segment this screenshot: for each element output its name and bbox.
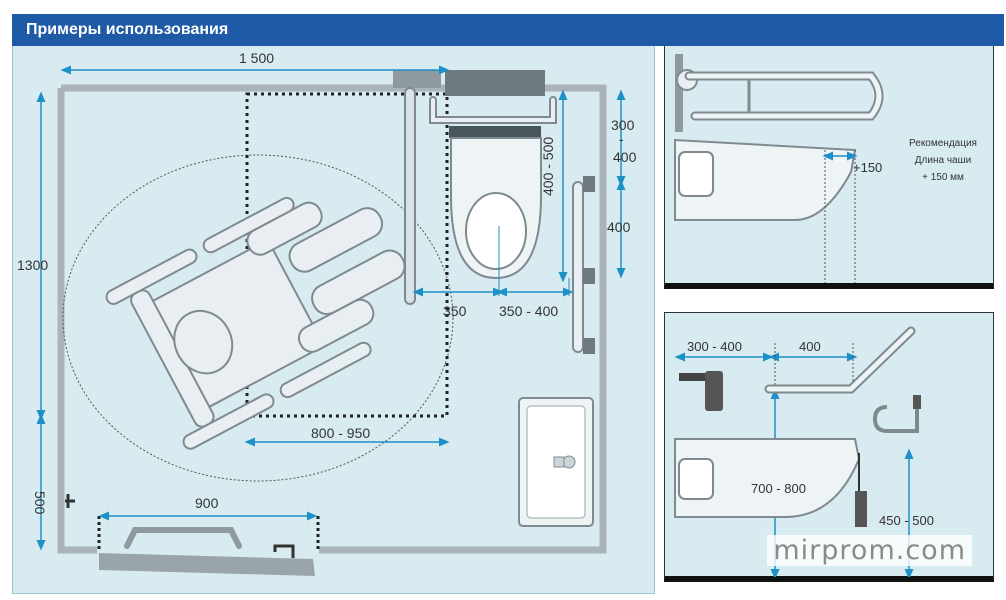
- paper-holder: [872, 405, 919, 433]
- label-grab-bar-offset: 350: [443, 303, 467, 319]
- door-handle-bar: [124, 527, 242, 549]
- label-upper-gap-a: 300: [611, 117, 635, 133]
- angled-grab-bar: [764, 326, 916, 394]
- side-view-panel: +150 Рекомендация Длина чаши + 150 мм: [664, 46, 994, 289]
- label-room-height: 1300: [17, 257, 48, 273]
- recommendation-line-2: Длина чаши: [915, 155, 971, 166]
- label-toilet-depth: 400 - 500: [540, 137, 556, 196]
- floor-plan-panel: 1 500 1300 500 900 800 - 950 350 350 - 4…: [12, 46, 655, 594]
- section-header: Примеры использования: [12, 14, 1004, 46]
- wheelchair-user: [105, 196, 406, 450]
- label-door-offset: 500: [32, 491, 48, 515]
- label-room-width: 1 500: [239, 50, 274, 66]
- wall-mount: [675, 54, 683, 132]
- section-title: Примеры использования: [26, 21, 229, 38]
- door-handle: [273, 544, 295, 558]
- label-height-bar: 700 - 800: [751, 481, 806, 496]
- label-height-paper: 450 - 500: [879, 513, 934, 528]
- coat-hook: [705, 371, 723, 411]
- elevation-drawing: 300 - 400 400 700 - 800 450 - 500: [674, 326, 934, 580]
- svg-text:-: -: [619, 131, 624, 147]
- floor-plan-drawing: 1 500 1300 500 900 800 - 950 350 350 - 4…: [17, 50, 637, 576]
- fold-down-rail: [684, 71, 884, 121]
- fold-bar: [404, 87, 416, 305]
- door-latch: [65, 494, 75, 508]
- label-door-width: 900: [195, 495, 219, 511]
- coat-hook-base: [679, 373, 705, 381]
- label-bowl-extension: +150: [853, 160, 882, 175]
- site-watermark: mirprom.com: [767, 535, 972, 566]
- label-left: 300 - 400: [687, 339, 742, 354]
- bar-mount: [393, 70, 441, 88]
- label-upper-gap-b: 400: [613, 149, 637, 165]
- room-wall-left: [57, 88, 97, 554]
- label-right: 400: [799, 339, 821, 354]
- recommendation-line-3: + 150 мм: [922, 172, 964, 183]
- label-bar-length: 400: [607, 219, 631, 235]
- toilet-brush: [855, 491, 867, 527]
- side-grab-bar: [572, 181, 584, 353]
- side-view-drawing: +150 Рекомендация Длина чаши + 150 мм: [674, 54, 977, 283]
- label-side-clearance: 350 - 400: [499, 303, 558, 319]
- cistern: [445, 70, 545, 96]
- turning-circle: [62, 154, 454, 482]
- toilet-side: [674, 138, 857, 221]
- recommendation-line-1: Рекомендация: [909, 138, 977, 149]
- rear-grab-bar: [429, 96, 557, 124]
- label-turning-width: 800 - 950: [311, 425, 370, 441]
- toilet-seat-back: [449, 126, 541, 138]
- room-wall: [61, 84, 607, 554]
- door-leaf: [99, 553, 315, 576]
